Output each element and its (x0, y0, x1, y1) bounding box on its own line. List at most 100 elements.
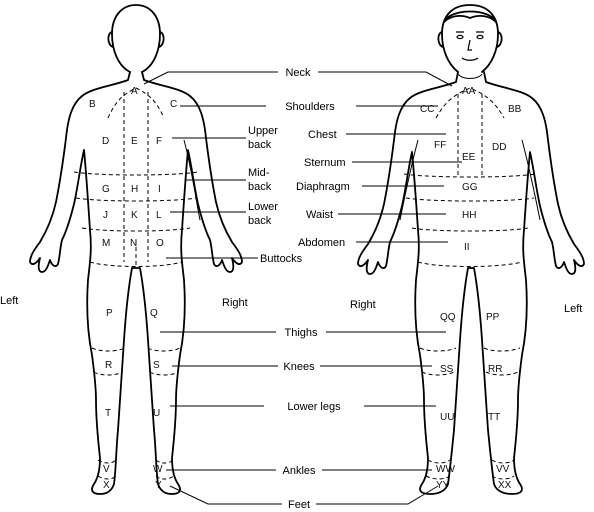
zone-N: N (130, 238, 137, 249)
label-front-right: Right (350, 299, 376, 311)
zone-CC: CC (420, 104, 434, 115)
back-knee-top-left (92, 348, 124, 351)
label-shoulders: Shoulders (285, 101, 335, 113)
zone-YY: YY (436, 480, 450, 491)
back-band-midback (74, 172, 198, 175)
back-band-waist (82, 228, 190, 231)
region-labels: Neck Shoulders Upper back Mid- back Lowe… (248, 67, 350, 511)
back-knee-bottom-left (94, 372, 122, 375)
zone-TT: TT (488, 412, 500, 423)
front-left-eye (457, 35, 463, 38)
zone-D: D (102, 136, 109, 147)
back-ankle-bottom-right (156, 476, 174, 479)
label-front-left: Left (564, 303, 582, 315)
front-zone-letters: AA BB CC DD EE FF GG HH II PP QQ RR SS T… (420, 86, 522, 491)
zone-SS: SS (440, 364, 454, 375)
front-band-diaphragm (404, 174, 536, 177)
front-knee-top-right (420, 348, 456, 351)
zone-AA: AA (462, 86, 476, 97)
zone-B: B (89, 99, 96, 110)
front-mouth (462, 58, 478, 60)
zone-HH: HH (462, 210, 476, 221)
front-ankle-bottom-left (492, 476, 514, 479)
label-mid-back-2: back (248, 181, 272, 193)
zone-A: A (131, 86, 138, 97)
front-ankle-top-right (428, 460, 450, 463)
label-buttocks: Buttocks (260, 253, 303, 265)
zone-II: II (464, 242, 470, 253)
front-collar (458, 74, 482, 79)
label-neck: Neck (285, 67, 311, 79)
zone-C: C (170, 99, 177, 110)
front-band-abdomen (412, 228, 528, 231)
label-upper-back-1: Upper (248, 125, 278, 137)
zone-DD: DD (492, 142, 506, 153)
zone-EE: EE (462, 152, 476, 163)
zone-RR: RR (488, 364, 502, 375)
zone-F: F (156, 136, 162, 147)
zone-VV: VV (496, 464, 510, 475)
back-zone-letters: A B C D E F G H I J K L M N O P Q R S T … (89, 86, 177, 491)
zone-Q: Q (150, 308, 158, 319)
zone-GG: GG (462, 182, 478, 193)
label-lower-back-1: Lower (248, 201, 278, 213)
zone-S: S (153, 360, 160, 371)
zone-P: P (106, 308, 113, 319)
zone-PP: PP (486, 312, 500, 323)
back-ankle-bottom-left (98, 476, 116, 479)
zone-I: I (158, 184, 161, 195)
zone-V: V (103, 464, 110, 475)
front-ankle-bottom-right (426, 476, 450, 479)
back-knee-top-right (148, 348, 180, 351)
zone-Y: Y (155, 480, 162, 491)
zone-XX: XX (498, 480, 512, 491)
back-knee-bottom-right (150, 372, 178, 375)
front-right-eye (477, 35, 483, 38)
front-view-figure (358, 5, 584, 494)
front-band-waist (406, 198, 534, 201)
zone-G: G (102, 184, 110, 195)
zone-FF: FF (434, 140, 446, 151)
label-chest: Chest (308, 129, 337, 141)
zone-E: E (131, 136, 138, 147)
zone-J: J (103, 210, 108, 221)
zone-T: T (105, 408, 111, 419)
zone-W: W (153, 464, 163, 475)
front-nose (468, 40, 472, 50)
back-head (112, 5, 160, 72)
front-knee-top-left (484, 348, 520, 351)
label-lower-legs: Lower legs (287, 401, 341, 413)
zone-QQ: QQ (440, 312, 456, 323)
zone-U: U (153, 408, 160, 419)
zone-UU: UU (440, 412, 454, 423)
front-ankle-top-left (492, 460, 514, 463)
label-knees: Knees (283, 361, 315, 373)
label-upper-back-2: back (248, 139, 272, 151)
zone-H: H (131, 184, 138, 195)
label-waist: Waist (306, 209, 333, 221)
zone-BB: BB (508, 104, 522, 115)
label-back-right: Right (222, 297, 248, 309)
zone-O: O (156, 238, 164, 249)
front-body-outline (358, 72, 584, 494)
label-back-left: Left (0, 295, 18, 307)
label-mid-back-1: Mid- (248, 167, 270, 179)
back-band-lowerback (76, 198, 196, 201)
label-diaphragm: Diaphragm (296, 181, 350, 193)
zone-X: X (103, 480, 110, 491)
label-abdomen: Abdomen (298, 237, 345, 249)
leader-lines (144, 72, 462, 504)
label-ankles: Ankles (282, 465, 316, 477)
zone-R: R (105, 360, 112, 371)
label-lower-back-2: back (248, 215, 272, 227)
front-hair (444, 12, 496, 23)
zone-L: L (156, 210, 162, 221)
front-band-hips (418, 262, 522, 267)
back-view-figure (30, 5, 242, 494)
zone-WW: WW (436, 464, 455, 475)
zone-M: M (102, 238, 110, 249)
label-thighs: Thighs (284, 327, 318, 339)
label-sternum: Sternum (304, 157, 346, 169)
zone-K: K (131, 210, 138, 221)
